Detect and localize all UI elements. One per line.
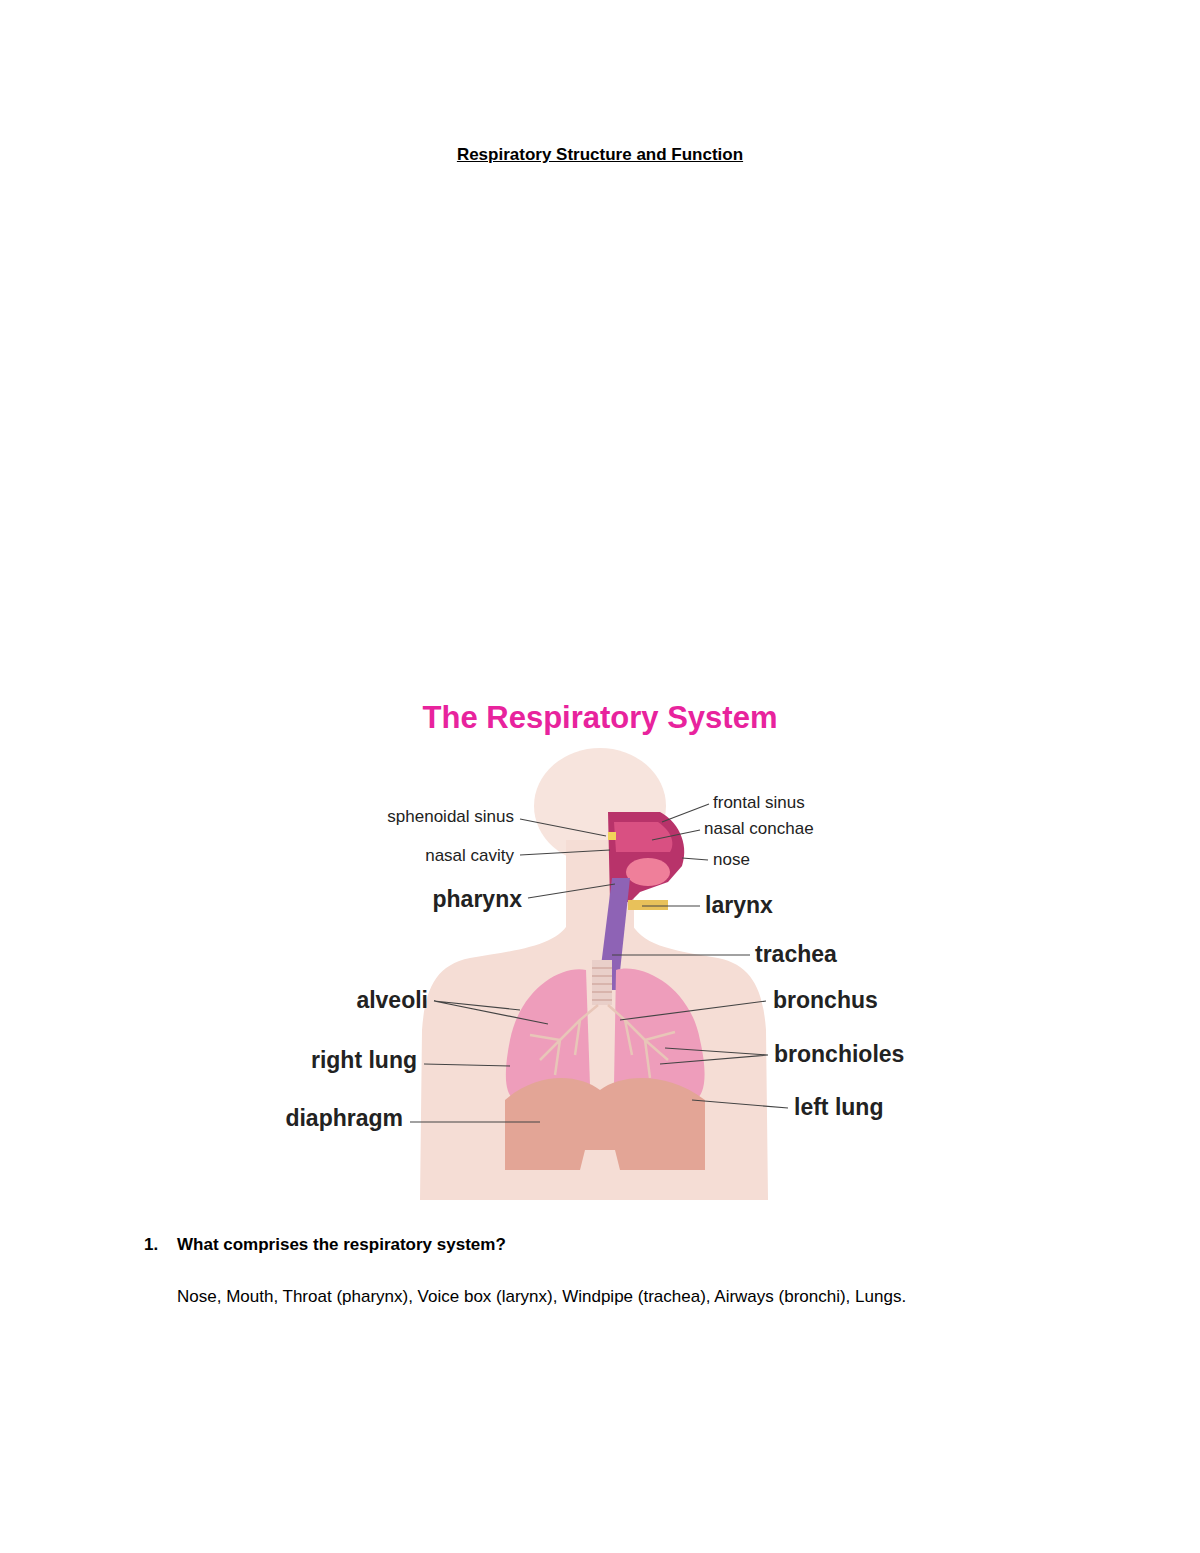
part-label: bronchioles [774, 1041, 904, 1069]
leader-lines [410, 804, 788, 1122]
figure-title: The Respiratory System [423, 699, 778, 736]
part-label: nasal conchae [704, 819, 814, 839]
part-label: larynx [705, 892, 773, 920]
part-label: nasal cavity [425, 846, 514, 866]
answer-text: Nose, Mouth, Throat (pharynx), Voice box… [177, 1287, 906, 1307]
part-label: bronchus [773, 987, 878, 1015]
part-label: trachea [755, 941, 837, 969]
lungs [506, 968, 705, 1100]
part-label: alveoli [356, 987, 428, 1015]
part-label: frontal sinus [713, 793, 805, 813]
part-label: right lung [311, 1047, 417, 1075]
part-label: sphenoidal sinus [387, 807, 514, 827]
part-label: pharynx [433, 886, 522, 914]
part-label: nose [713, 850, 750, 870]
question-number: 1. [144, 1235, 158, 1255]
page-title: Respiratory Structure and Function [0, 145, 1200, 165]
question-text: What comprises the respiratory system? [177, 1235, 506, 1255]
diaphragm [505, 1078, 705, 1170]
part-label: diaphragm [285, 1105, 403, 1133]
part-label: left lung [794, 1094, 883, 1122]
